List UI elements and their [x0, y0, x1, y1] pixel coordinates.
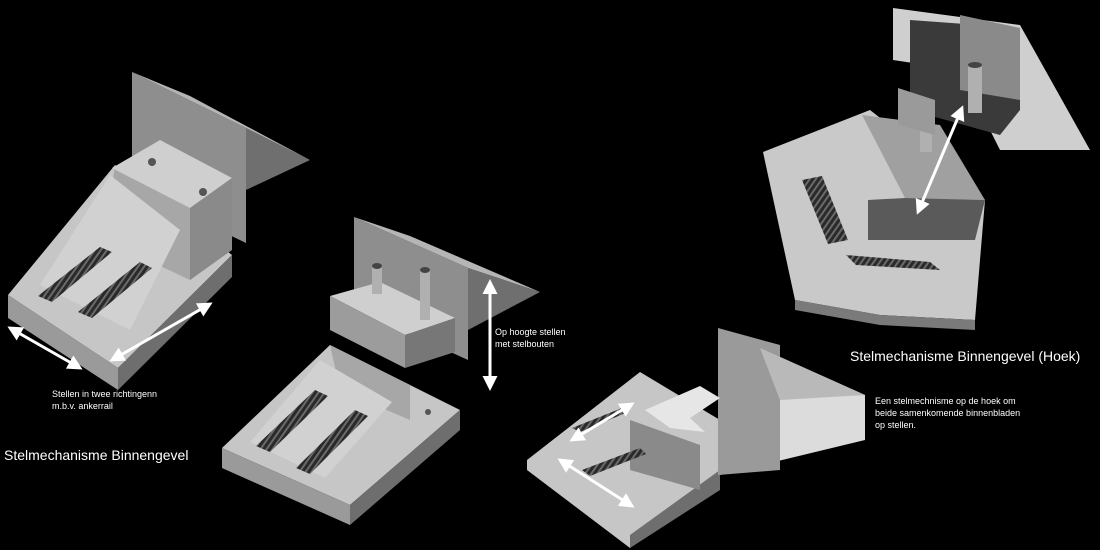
arrow-corner-vertical	[915, 105, 965, 215]
corner-caption-line3: op stellen.	[875, 420, 917, 430]
arrow-corner-direction-1	[569, 402, 635, 442]
left-title: Stelmechanisme Binnengevel	[4, 447, 189, 463]
corner-bracket-exploded	[763, 8, 1090, 330]
middle-caption-line1: Op hoogte stellen	[495, 327, 566, 337]
left-caption: Stellen in twee richtingenn m.b.v. anker…	[52, 388, 157, 412]
arrow-direction-left	[7, 326, 83, 370]
middle-caption: Op hoogte stellen met stelbouten	[495, 326, 566, 350]
corner-caption: Een stelmechnisme op de hoek om beide sa…	[875, 395, 1020, 431]
middle-caption-line2: met stelbouten	[495, 339, 555, 349]
left-caption-line1: Stellen in twee richtingenn	[52, 389, 158, 399]
arrow-direction-right	[109, 302, 213, 362]
bracket-exploded	[222, 217, 540, 525]
left-caption-line2: m.b.v. ankerrail	[52, 401, 113, 411]
corner-caption-line1: Een stelmechnisme op de hoek om	[875, 396, 1016, 406]
arrow-corner-direction-2	[557, 458, 635, 508]
corner-title: Stelmechanisme Binnengevel (Hoek)	[850, 348, 1081, 364]
corner-caption-line2: beide samenkomende binnenbladen	[875, 408, 1021, 418]
bracket-assembled	[8, 72, 310, 390]
